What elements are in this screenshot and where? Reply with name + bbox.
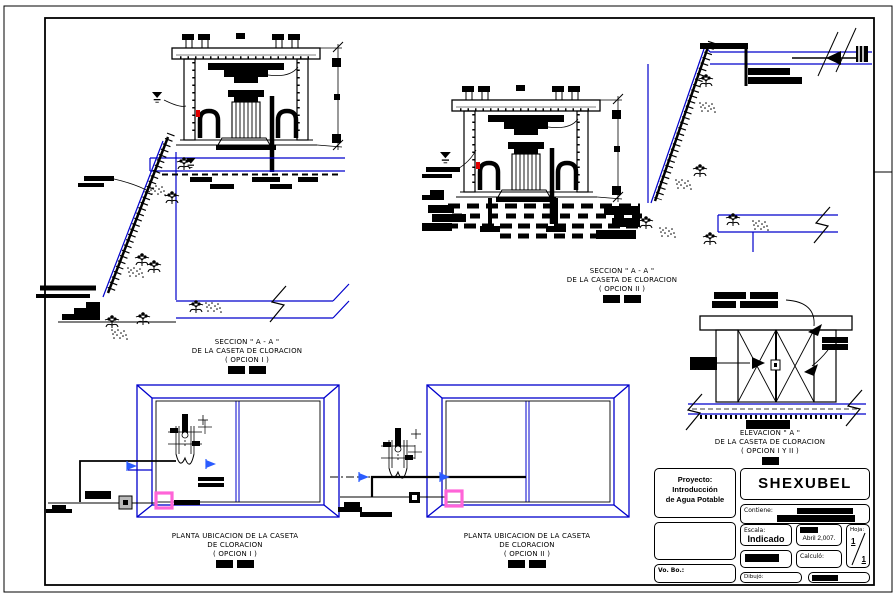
plant-icon <box>134 252 150 267</box>
redacted-scale-bar <box>155 366 339 377</box>
plant-icon <box>164 190 180 205</box>
plan-option1-drawing <box>46 384 340 518</box>
stipple-texture <box>752 220 769 231</box>
water-level-icon <box>439 151 452 164</box>
title-section-option1: SECCION " A - A " DE LA CASETA DE CLORAC… <box>155 338 339 377</box>
title-elevation: ELEVACION " A " DE LA CASETA DE CLORACIO… <box>678 429 862 468</box>
sheet-label: Hoja: <box>850 527 865 533</box>
approved-box: Vo. Bo.: <box>654 564 736 583</box>
title-line: DE LA CASETA DE CLORACION <box>191 347 303 355</box>
title-line: ( OPCION II ) <box>598 285 646 293</box>
highlight-square <box>444 489 464 508</box>
date-box: Abril 2,007. <box>796 524 842 546</box>
plant-icon <box>135 311 151 326</box>
redacted-text-bar <box>800 527 818 533</box>
elevation-a-drawing <box>685 292 866 431</box>
title-line: SECCION " A - A " <box>589 267 655 275</box>
chlorination-house-section <box>452 85 623 224</box>
stipple-texture <box>675 179 692 190</box>
break-line-icon <box>813 206 831 244</box>
sheet-total: 1 <box>861 555 866 564</box>
section-a-a-option1-drawing <box>36 33 350 340</box>
redacted-text-bar <box>745 554 779 562</box>
flow-arrow-icon <box>205 458 217 470</box>
title-line: ( OPCION I Y II ) <box>741 447 799 455</box>
plant-icon <box>702 231 718 246</box>
flow-arrow-icon <box>358 471 370 483</box>
sheet-border <box>3 5 893 593</box>
title-section-option2: SECCION " A - A " DE LA CASETA DE CLORAC… <box>530 267 714 306</box>
contains-box: Contiene: <box>740 504 870 524</box>
redacted-text-bar <box>777 515 855 522</box>
title-line: SECCION " A - A " <box>214 338 280 346</box>
plant-icon <box>188 299 204 314</box>
drew-box: Dibujó: <box>740 572 802 583</box>
title-plan-option2: PLANTA UBICACION DE LA CASETA DE CLORACI… <box>435 532 619 571</box>
break-line-icon <box>845 389 863 427</box>
title-line: ELEVACION " A " <box>739 429 801 437</box>
title-block: Proyecto: Introducción de Agua Potable V… <box>652 466 872 584</box>
stipple-texture <box>111 329 128 340</box>
stipple-texture <box>659 227 676 238</box>
approved-label: Vo. Bo.: <box>658 567 685 574</box>
calculated-box: Calculó: <box>796 550 842 568</box>
redacted-scale-bar <box>678 457 862 468</box>
company-name: SHEXUBEL <box>758 475 852 492</box>
redacted-text-bar <box>797 508 853 514</box>
break-line-icon <box>685 393 703 431</box>
scale-label: Escala: <box>744 527 766 534</box>
title-line: ( OPCION I ) <box>212 550 258 558</box>
chlorination-house-section <box>172 33 343 172</box>
redacted-scale-bar <box>530 295 714 306</box>
plant-icon <box>146 259 162 274</box>
redacted-text-bar <box>812 575 838 581</box>
redacted-field-box <box>740 550 792 568</box>
date-value: Abril 2,007. <box>802 535 836 542</box>
stipple-texture <box>205 302 222 313</box>
contains-label: Contiene: <box>744 507 773 514</box>
company-box: SHEXUBEL <box>740 468 870 500</box>
stamp-box <box>654 522 736 560</box>
section-a-a-option2-drawing <box>422 27 872 252</box>
title-plan-option1: PLANTA UBICACION DE LA CASETA DE CLORACI… <box>143 532 327 571</box>
highlight-square <box>154 491 174 510</box>
plant-icon <box>692 163 708 178</box>
redacted-drew-box <box>808 572 870 583</box>
stipple-texture <box>699 102 716 113</box>
hypochlorinator-plan <box>167 413 209 465</box>
project-box: Proyecto: Introducción de Agua Potable <box>654 468 736 518</box>
title-line: DE LA CASETA DE CLORACION <box>566 276 678 284</box>
title-line: ( OPCION II ) <box>503 550 551 558</box>
water-level-icon <box>151 91 163 103</box>
drew-label: Dibujó: <box>744 574 764 580</box>
redacted-scale-bar <box>143 560 327 571</box>
sheet-number: 1 <box>851 537 856 546</box>
break-line-icon <box>269 285 287 323</box>
plan-option2-drawing <box>330 384 630 518</box>
scale-value: Indicado <box>747 534 785 544</box>
title-line: DE CLORACION <box>499 541 555 549</box>
stipple-texture <box>149 185 166 196</box>
title-line: DE LA CASETA DE CLORACION <box>714 438 826 446</box>
project-name-line1: Introducción <box>672 485 718 494</box>
title-line: PLANTA UBICACION DE LA CASETA <box>171 532 299 540</box>
sheet-number-box: Hoja: 1 1 <box>846 524 870 568</box>
redacted-scale-bar <box>435 560 619 571</box>
title-line: DE CLORACION <box>207 541 263 549</box>
stipple-texture <box>127 267 144 278</box>
title-line: PLANTA UBICACION DE LA CASETA <box>463 532 591 540</box>
calculated-label: Calculó: <box>800 553 824 560</box>
project-name-line2: de Agua Potable <box>665 495 725 504</box>
scale-box: Escala: Indicado <box>740 524 792 546</box>
project-label: Proyecto: <box>677 475 713 484</box>
title-line: ( OPCION I ) <box>224 356 270 364</box>
